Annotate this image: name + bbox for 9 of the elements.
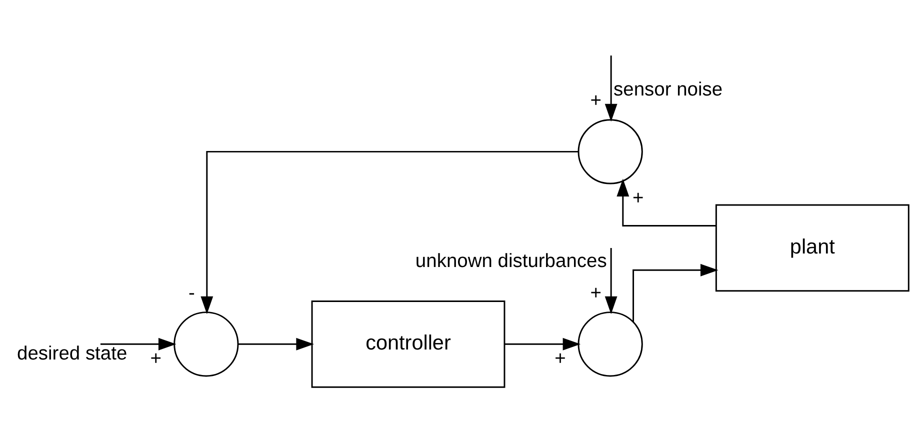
edge-label: sensor noise [614,78,723,100]
node-label: + [590,282,602,304]
node-label: + [150,348,162,369]
edge-label: desired state [17,343,128,364]
node-label: + [554,348,566,369]
node-label: + [590,90,602,111]
node-label: - [188,282,195,304]
node-label: + [632,188,644,209]
edge-label: unknown disturbances [415,250,607,272]
